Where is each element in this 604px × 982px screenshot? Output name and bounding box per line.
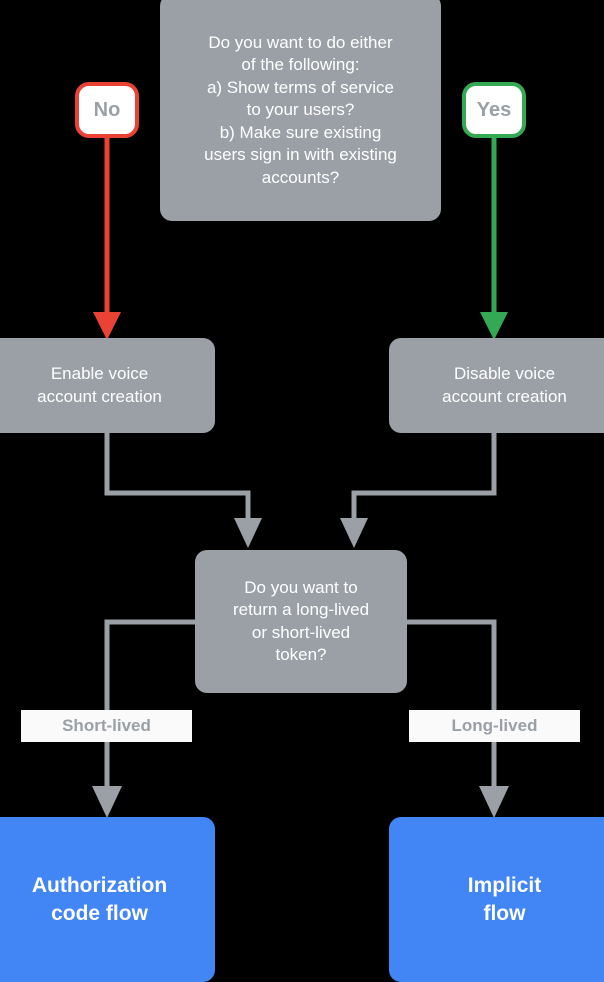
node-question-top-text: Do you want to do either of the followin… xyxy=(204,32,397,187)
node-enable-voice-account-creation[interactable]: Enable voice account creation xyxy=(0,338,215,433)
edge-label-long-lived: Long-lived xyxy=(409,710,580,742)
node-question-token-lifetime[interactable]: Do you want to return a long-lived or sh… xyxy=(195,550,407,693)
decision-badge-no[interactable]: No xyxy=(75,82,139,138)
edge-label-long-lived-text: Long-lived xyxy=(451,716,538,735)
decision-badge-no-label: No xyxy=(93,98,121,121)
edge-label-short-lived: Short-lived xyxy=(21,710,192,742)
node-disable-voice-text: Disable voice account creation xyxy=(442,364,567,406)
decision-badge-yes-label: Yes xyxy=(476,98,512,121)
node-disable-voice-account-creation[interactable]: Disable voice account creation xyxy=(389,338,604,433)
node-question-top[interactable]: Do you want to do either of the followin… xyxy=(160,0,441,221)
decision-badge-yes[interactable]: Yes xyxy=(462,82,526,138)
node-authorization-code-flow-text: Authorization code flow xyxy=(31,873,168,925)
node-implicit-flow[interactable]: Implicit flow xyxy=(389,817,604,982)
node-authorization-code-flow[interactable]: Authorization code flow xyxy=(0,817,215,982)
node-enable-voice-text: Enable voice account creation xyxy=(37,364,162,406)
edge-label-short-lived-text: Short-lived xyxy=(62,716,151,735)
node-implicit-flow-text: Implicit flow xyxy=(467,873,542,925)
node-question-token-text: Do you want to return a long-lived or sh… xyxy=(232,577,370,664)
